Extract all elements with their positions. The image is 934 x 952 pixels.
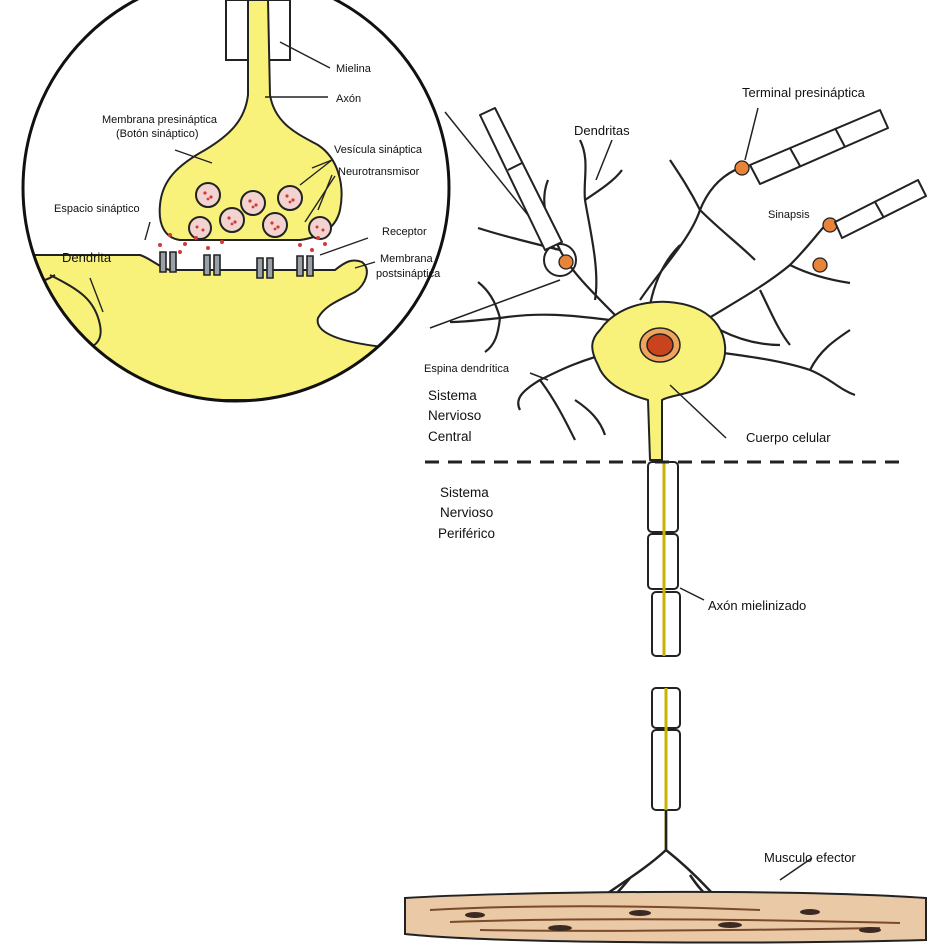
myelin-left — [226, 0, 248, 60]
label-membrana-postsinaptica: Membrana — [380, 253, 433, 265]
label-espina-dendritica: Espina dendrítica — [424, 363, 510, 375]
label-membrana-presinaptica: Membrana presináptica — [102, 114, 218, 126]
cell-body-shape — [592, 302, 725, 460]
label-axon-mielinizado: Axón mielinizado — [708, 598, 806, 613]
label-snp-2: Nervioso — [440, 505, 493, 520]
label-musculo-efector: Musculo efector — [764, 850, 856, 865]
neuron — [450, 108, 926, 905]
label-cuerpo-celular: Cuerpo celular — [746, 430, 831, 445]
label-snp-1: Sistema — [440, 485, 489, 500]
label-postsinaptica: postsináptica — [376, 268, 441, 280]
label-dendritas: Dendritas — [574, 123, 630, 138]
label-snc-2: Nervioso — [428, 408, 481, 423]
label-snc-1: Sistema — [428, 388, 477, 403]
label-snc-3: Central — [428, 429, 472, 444]
label-boton-sinaptico: (Botón sináptico) — [116, 128, 199, 140]
label-terminal-presinaptica: Terminal presináptica — [742, 85, 866, 100]
label-neurotransmisor: Neurotransmisor — [338, 166, 420, 178]
label-sinapsis: Sinapsis — [768, 209, 810, 221]
nucleus — [647, 334, 673, 356]
label-espacio-sinaptico: Espacio sináptico — [54, 203, 140, 215]
myelin-right — [268, 0, 290, 60]
presynaptic-terminals — [480, 108, 926, 250]
label-vesicula-sinaptica: Vesícula sináptica — [334, 144, 423, 156]
label-receptor: Receptor — [382, 226, 427, 238]
label-dendrita: Dendrita — [62, 250, 112, 265]
label-mielina: Mielina — [336, 63, 372, 75]
axon-terminals — [600, 810, 718, 905]
effector-muscle — [405, 892, 926, 943]
label-axon: Axón — [336, 93, 361, 105]
label-snp-3: Periférico — [438, 526, 495, 541]
